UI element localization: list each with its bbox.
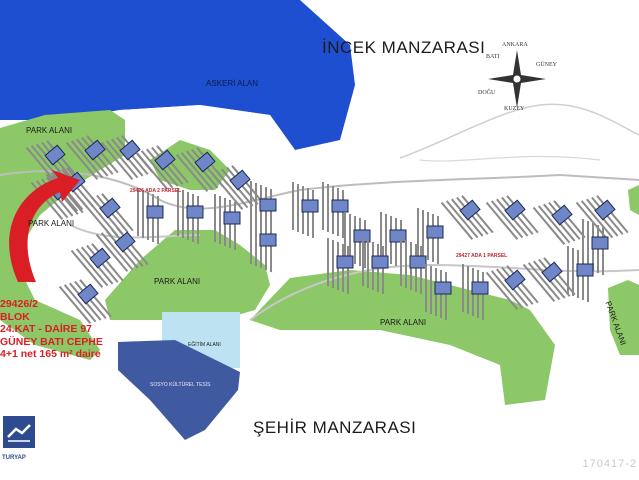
title-bottom: ŞEHİR MANZARASI	[253, 418, 417, 437]
building-block	[575, 195, 629, 240]
park-mid	[105, 230, 270, 320]
building-block	[440, 195, 494, 240]
compass-north: ANKARA	[502, 42, 528, 48]
park-right	[608, 280, 639, 355]
park-bottom	[250, 270, 555, 405]
building-block	[292, 182, 319, 238]
building-block	[327, 238, 354, 294]
label-park-1: PARK ALANI	[26, 126, 73, 135]
red-arrow	[9, 170, 80, 282]
building-block	[567, 246, 594, 302]
compass-nw: BATI	[486, 54, 500, 60]
building-block	[485, 265, 539, 310]
building-block	[137, 188, 164, 244]
label-park-4: PARK ALANI	[380, 318, 427, 327]
compass-rose: ANKARA KUZEY GÜNEY DOĞU BATI	[478, 40, 557, 118]
social-area	[118, 340, 240, 440]
building-block	[532, 200, 586, 245]
building-block	[485, 195, 539, 240]
building-block	[522, 257, 576, 302]
building-block	[322, 182, 349, 238]
label-park-3: PARK ALANI	[154, 277, 201, 286]
title-top: İNCEK MANZARASI	[322, 38, 486, 57]
callout-line-1: 29426/2	[0, 298, 38, 310]
label-sosyo: SOSYO KÜLTÜREL TESİS	[150, 382, 211, 388]
building-block	[250, 181, 277, 237]
building-block	[214, 194, 241, 250]
building-block	[70, 243, 124, 288]
turyap-logo-icon	[3, 416, 35, 448]
building-block	[344, 212, 371, 268]
building-block	[135, 145, 189, 190]
unit-callout: 29426/2 BLOK 24.KAT - DAİRE 97 GÜNEY BAT…	[0, 298, 103, 361]
callout-line-2: BLOK	[0, 310, 30, 323]
building-blocks	[25, 135, 629, 324]
building-block	[400, 238, 427, 294]
watermark: 170417-2	[582, 458, 637, 470]
building-block	[65, 135, 119, 180]
label-egitim: EĞİTİM ALANI	[188, 342, 221, 348]
building-block	[425, 264, 452, 320]
building-block	[58, 279, 112, 324]
logo-text: TURYAP	[2, 455, 26, 461]
building-block	[80, 193, 134, 238]
compass-east: GÜNEY	[536, 62, 557, 68]
label-askeri: ASKERİ ALAN	[206, 79, 259, 88]
callout-line-3: 24.KAT - DAİRE 97	[0, 323, 92, 335]
compass-icon	[488, 50, 546, 108]
compass-west: DOĞU	[478, 90, 496, 96]
callout-line-4: GÜNEY BATI CEPHE	[0, 335, 103, 348]
label-parcel-1: 29427 ADA 1 PARSEL	[456, 253, 508, 259]
building-block	[362, 238, 389, 294]
building-block	[417, 208, 444, 264]
building-block	[177, 188, 204, 244]
label-park-2: PARK ALANI	[28, 219, 75, 228]
building-block	[582, 219, 609, 275]
callout-line-5: 4+1 net 165 m² daire	[0, 348, 101, 360]
building-block	[250, 216, 277, 272]
building-block	[462, 264, 489, 320]
building-block	[95, 227, 149, 272]
compass-south: KUZEY	[504, 106, 525, 112]
label-parcel-2: 29426 ADA 2 PARSEL	[130, 188, 182, 194]
